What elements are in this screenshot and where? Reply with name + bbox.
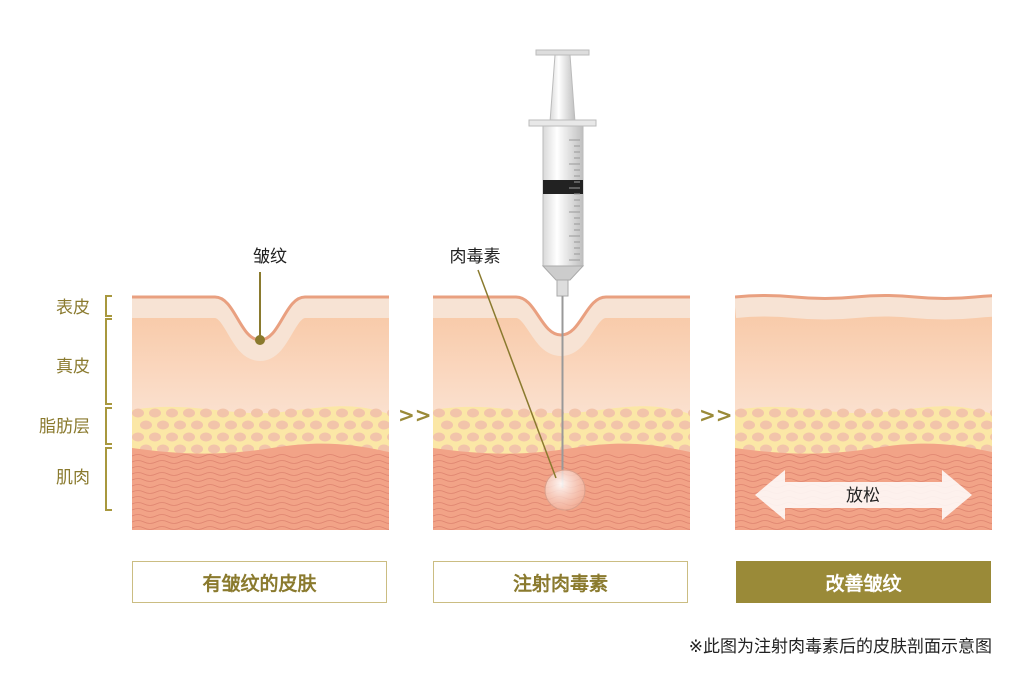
label-muscle: 肌肉 xyxy=(56,468,90,488)
muscle-bracket xyxy=(105,447,112,511)
epidermis-surface xyxy=(735,294,992,300)
syringe-icon xyxy=(528,49,597,488)
botox-pointer-line xyxy=(477,269,557,479)
step-caption-injection: 注射肉毒素 xyxy=(433,561,688,603)
relax-label: 放松 xyxy=(846,486,880,506)
label-epidermis: 表皮 xyxy=(56,298,90,318)
skin-panel-wrinkled xyxy=(132,291,389,530)
muscle-layer xyxy=(132,443,389,530)
wrinkle-pointer-dot xyxy=(255,335,265,345)
step-caption-improved: 改善皱纹 xyxy=(736,561,991,603)
layer-legend xyxy=(105,295,112,511)
label-fat: 脂肪层 xyxy=(39,417,90,437)
skin-panel-improved xyxy=(735,291,992,530)
step-arrow-2: >> xyxy=(699,403,733,427)
botox-callout: 肉毒素 xyxy=(450,247,501,267)
botox-bubble xyxy=(544,469,586,511)
step-caption-wrinkled-skin: 有皱纹的皮肤 xyxy=(132,561,387,603)
footnote: ※此图为注射肉毒素后的皮肤剖面示意图 xyxy=(688,637,992,657)
fat-bracket xyxy=(105,407,112,445)
label-dermis: 真皮 xyxy=(56,357,90,377)
epidermis-bracket xyxy=(105,295,112,317)
wrinkle-callout: 皱纹 xyxy=(253,247,287,267)
step-arrow-1: >> xyxy=(398,403,432,427)
epidermis-surface xyxy=(433,295,690,337)
relax-double-arrow xyxy=(755,470,972,520)
dermis-bracket xyxy=(105,318,112,405)
